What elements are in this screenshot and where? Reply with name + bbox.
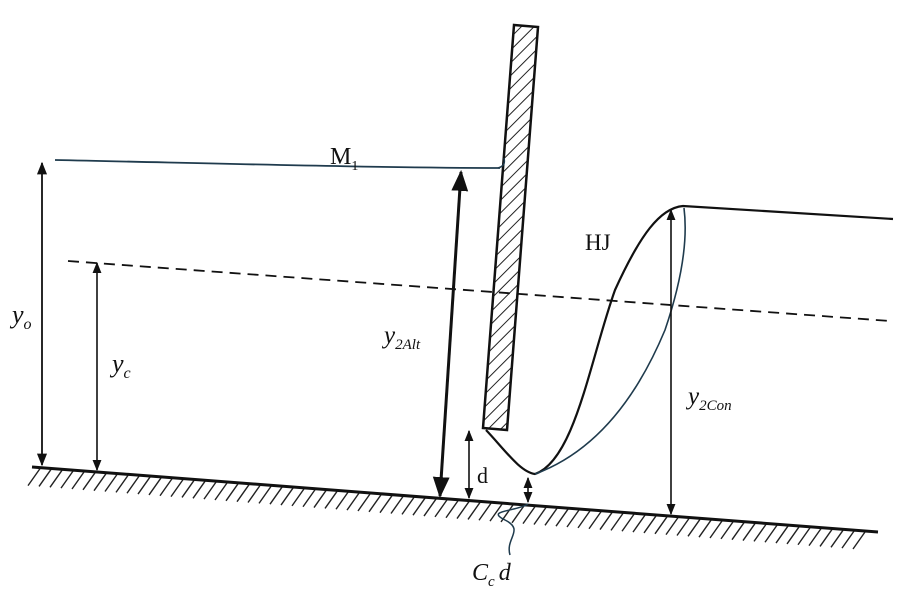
label-hj: HJ [585,230,611,255]
bed-hatch-stroke [247,485,261,503]
bed-hatch-stroke [104,474,118,492]
bed-hatch-stroke [786,526,800,545]
bed-hatch-stroke [115,474,129,493]
bed-hatch-stroke [181,480,195,498]
bed-hatch-stroke [236,484,250,503]
bed-hatch-stroke [302,489,316,508]
bed-hatch-stroke [555,508,569,527]
bed-hatch-stroke [456,501,470,519]
bed-hatch-stroke [610,513,624,531]
bed-hatch-stroke [775,525,789,544]
label-yo: yo [9,300,32,333]
bed-hatch-stroke [830,529,844,548]
bed-hatch-stroke [852,531,866,550]
bed-hatch-stroke [841,530,855,549]
bed-hatch-stroke [434,499,448,518]
bed-hatch-stroke [731,522,745,541]
bed-hatch-stroke [632,514,646,533]
bed-hatch-stroke [335,491,349,510]
ccd-leader [497,503,529,556]
bed-hatch-stroke [643,515,657,534]
bed-hatch-stroke [797,527,811,546]
bed-hatch-stroke [357,493,371,512]
bed-hatch-stroke [379,495,393,514]
bed-hatch-stroke [511,505,525,524]
bed-hatch-stroke [137,476,151,495]
bed-hatch-stroke [478,502,492,521]
bed-hatch-stroke [665,517,679,536]
bed-hatch-stroke [742,523,756,541]
bed-hatch-stroke [819,529,833,547]
bed-hatch-stroke [401,496,415,515]
bed-hatch-stroke [412,497,426,516]
bed-hatch-stroke [588,511,602,530]
bed-hatch-stroke [423,498,437,517]
jump-roller-curve [534,207,686,475]
critical-depth-line [67,260,891,322]
bed-line [31,465,879,534]
bed-hatch-stroke [566,509,580,528]
y2alt-arrow [432,169,469,499]
bed-hatch-stroke [93,473,107,492]
hydraulic-jump-profile [485,204,894,476]
bed-hatch-stroke [159,478,173,497]
bed-hatch-stroke [27,468,41,487]
bed-hatch-stroke [203,481,217,500]
bed-hatch-stroke [291,488,305,507]
bed-hatching [27,468,866,550]
bed-hatch-stroke [753,523,767,542]
sluice-gate [481,23,540,432]
bed-hatch-stroke [214,482,228,501]
bed-hatch-stroke [654,516,668,535]
bed-hatch-stroke [577,510,591,529]
label-y2alt: y2Alt [381,322,421,353]
bed-hatch-stroke [698,519,712,538]
bed-hatch-stroke [599,512,613,530]
bed-hatch-stroke [346,492,360,511]
m1-water-surface [54,159,501,169]
bed-hatch-stroke [82,472,96,491]
bed-hatch-stroke [709,520,723,539]
bed-hatch-stroke [170,479,184,498]
bed-hatch-stroke [720,521,734,540]
m1-curl-at-gate [497,157,506,169]
bed-hatch-stroke [258,485,272,504]
label-d: d [477,463,488,488]
bed-hatch-stroke [467,502,481,520]
bed-hatch-stroke [60,470,74,489]
bed-hatch-stroke [280,487,294,506]
bed-hatch-stroke [71,471,85,490]
dimension-arrows [36,161,676,516]
bed-hatch-stroke [269,486,283,505]
bed-hatch-stroke [676,518,690,536]
bed-hatch-stroke [49,469,63,488]
bed-hatch-stroke [621,513,635,532]
label-y2con: y2Con [685,383,732,414]
bed-hatch-stroke [489,503,503,522]
bed-hatch-stroke [533,507,547,525]
bed-hatch-stroke [687,518,701,537]
bed-hatch-stroke [324,491,338,509]
bed-hatch-stroke [544,507,558,526]
bed-hatch-stroke [522,506,536,525]
bed-hatch-stroke [445,500,459,519]
gate-body [481,23,540,432]
bed-hatch-stroke [148,477,162,496]
bed-hatch-stroke [808,528,822,547]
bed-hatch-stroke [764,524,778,543]
bed-hatch-stroke [126,475,140,494]
label-yc: yc [109,349,131,382]
bed-hatch-stroke [225,483,239,502]
channel-bed [27,465,879,550]
bed-hatch-stroke [368,494,382,513]
bed-hatch-stroke [192,480,206,499]
bed-hatch-stroke [313,490,327,508]
bed-hatch-stroke [38,469,52,487]
bed-hatch-stroke [390,496,404,514]
label-m1: M1 [330,144,358,174]
